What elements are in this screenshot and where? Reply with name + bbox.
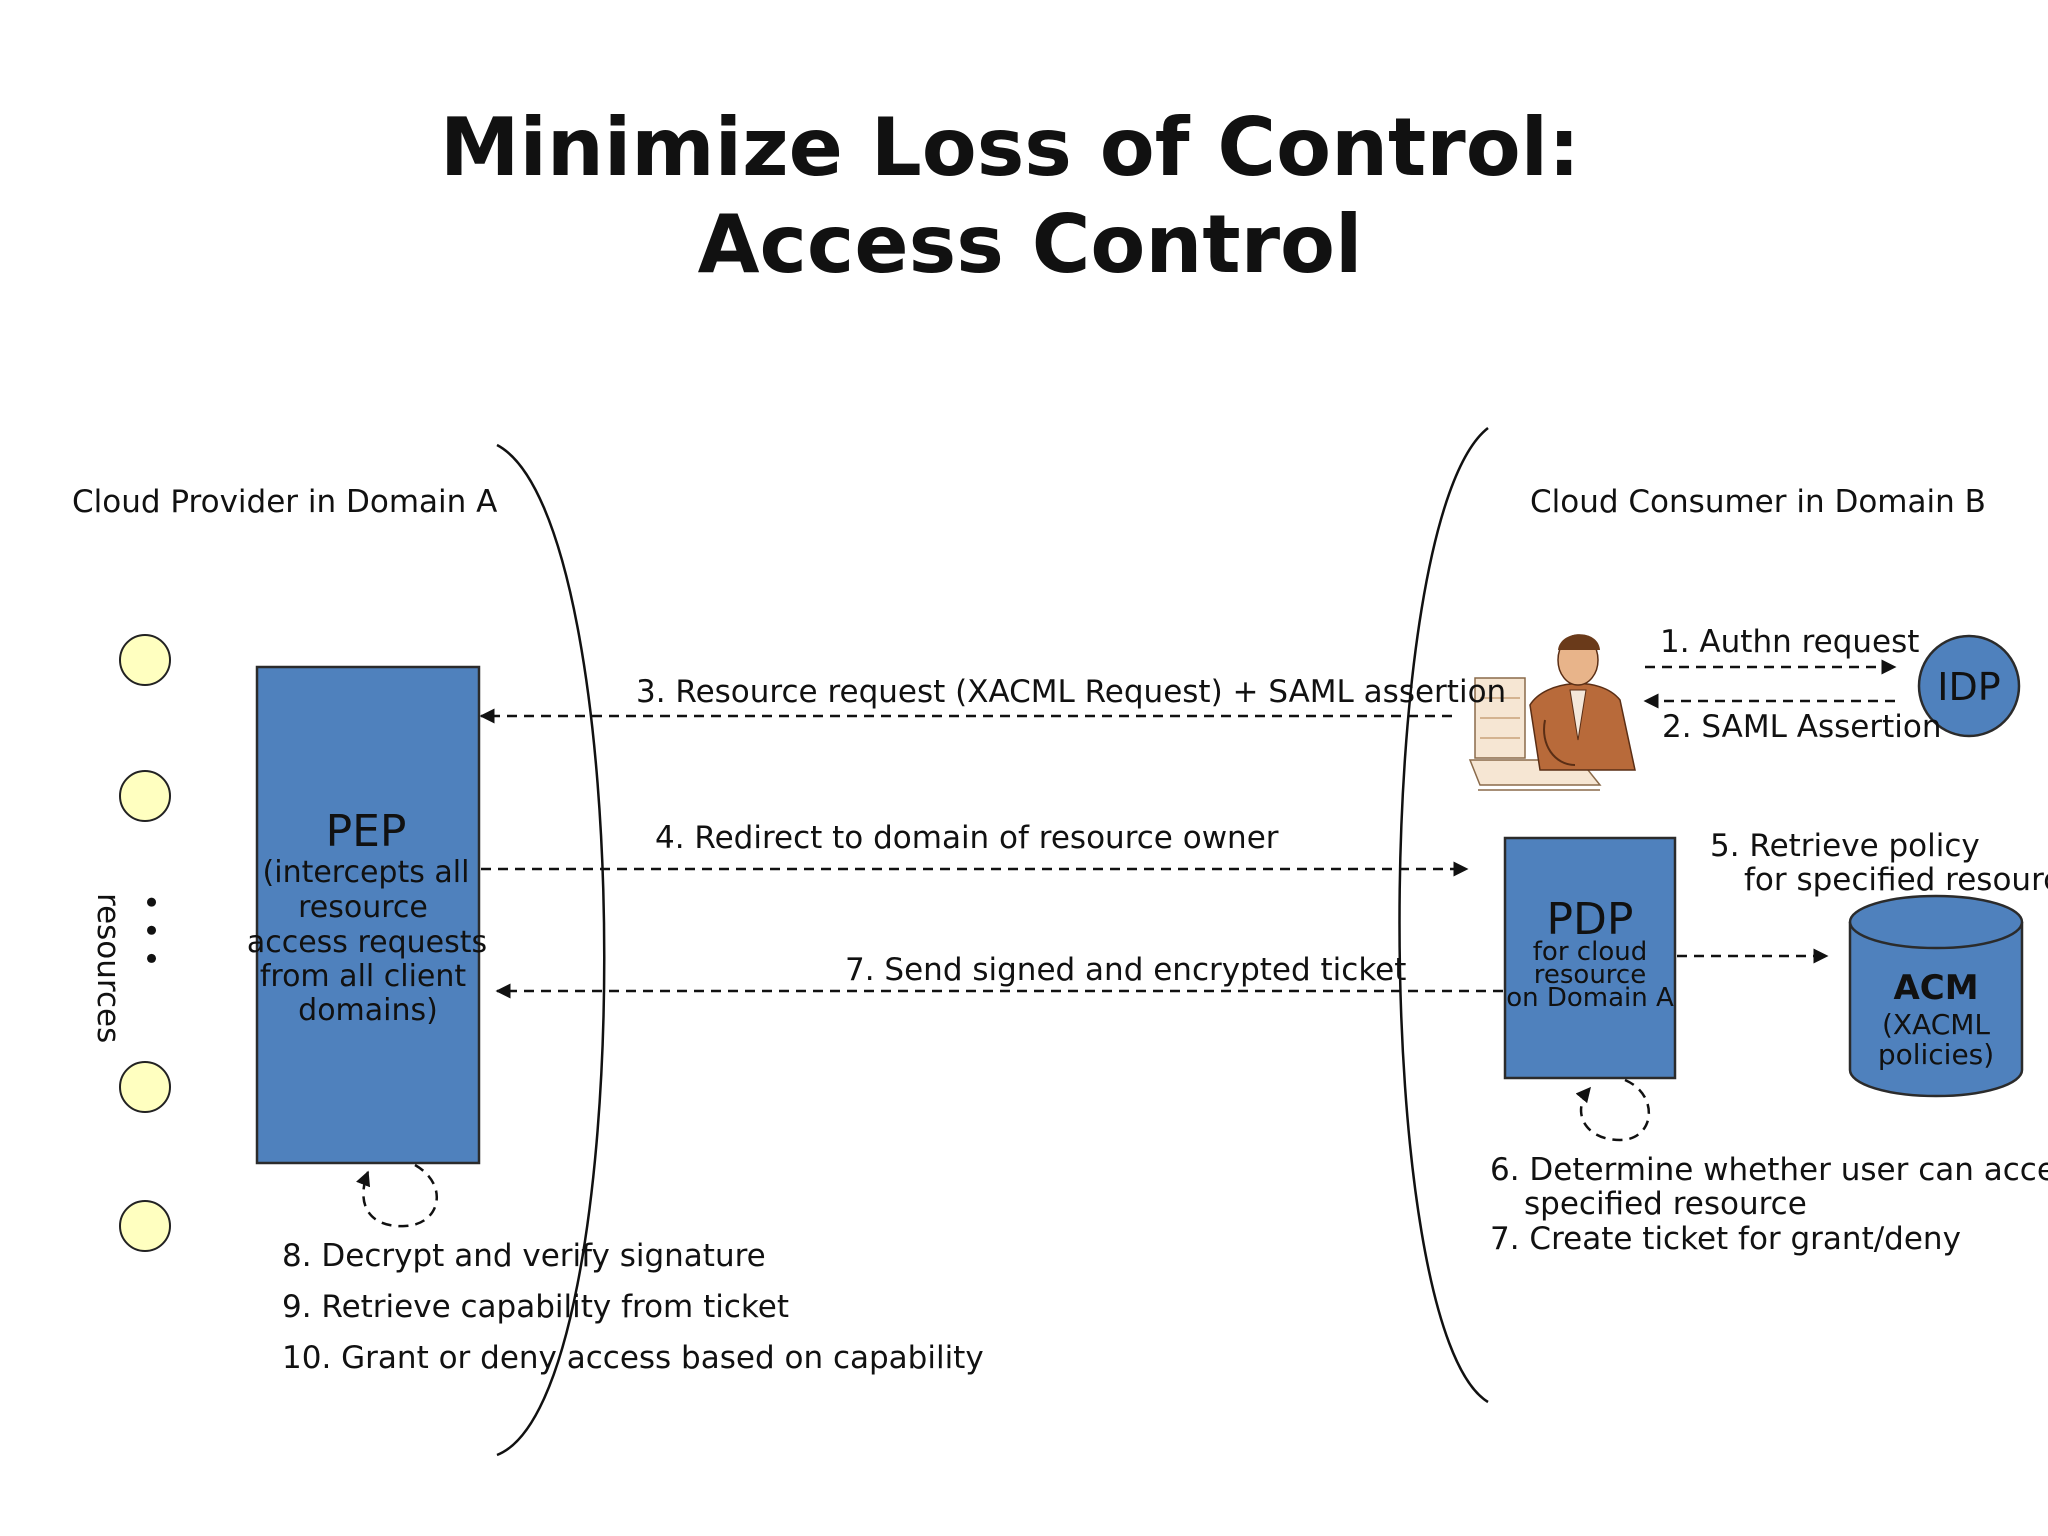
pdp-self-loop-arrow <box>1575 1078 1651 1142</box>
resource-circle <box>119 1061 171 1113</box>
pdp-desc-line3: on Domain A <box>1506 983 1674 1013</box>
acm-desc-line1: (XACML <box>1882 1008 1990 1041</box>
provider-boundary-arc <box>496 443 606 1457</box>
consumer-domain-label: Cloud Consumer in Domain B <box>1530 484 1986 520</box>
provider-step-10: 10. Grant or deny access based on capabi… <box>282 1340 984 1376</box>
resource-circle <box>119 770 171 822</box>
resources-dots: • • • <box>132 893 168 968</box>
page-title-line1: Minimize Loss of Control: <box>440 101 1580 194</box>
pep-desc-line4: from all client <box>260 959 467 994</box>
pdp-desc-line2: resource <box>1534 960 1646 990</box>
provider-domain-label: Cloud Provider in Domain A <box>72 484 497 520</box>
consumer-boundary-arc <box>1398 427 1489 1404</box>
page-title-line2: Access Control <box>698 198 1363 291</box>
acm-title: ACM <box>1893 968 1978 1008</box>
provider-step-8: 8. Decrypt and verify signature <box>282 1238 766 1274</box>
resource-circle <box>119 634 171 686</box>
pep-self-loop-arrow <box>356 1163 438 1228</box>
consumer-step-6a: 6. Determine whether user can access <box>1490 1152 2048 1188</box>
user-at-computer-icon <box>1468 634 1636 791</box>
flow-label-retrieve-policy-2: for specified resource <box>1744 862 2048 898</box>
consumer-step-6b: specified resource <box>1524 1186 1807 1222</box>
flow-label-saml-assertion: 2. SAML Assertion <box>1662 709 1941 745</box>
flow-label-send-ticket: 7. Send signed and encrypted ticket <box>845 952 1406 988</box>
pdp-box <box>1503 836 1677 1080</box>
acm-desc-line2: policies) <box>1878 1038 1994 1071</box>
pep-box <box>255 665 481 1165</box>
resources-label: resources <box>90 893 126 1043</box>
idp-node <box>1917 634 2021 738</box>
pep-desc-line3: access requests <box>247 925 487 960</box>
pep-desc-line2: resource <box>298 890 428 925</box>
pep-desc-line1: (intercepts all <box>263 855 470 890</box>
consumer-step-7: 7. Create ticket for grant/deny <box>1490 1221 1961 1257</box>
resource-circle <box>119 1200 171 1252</box>
flow-label-redirect: 4. Redirect to domain of resource owner <box>655 820 1279 856</box>
flow-label-retrieve-policy-1: 5. Retrieve policy <box>1710 828 1980 864</box>
idp-label: IDP <box>1937 665 2000 709</box>
pdp-title: PDP <box>1547 894 1634 945</box>
provider-step-9: 9. Retrieve capability from ticket <box>282 1289 789 1325</box>
pep-title: PEP <box>326 806 407 857</box>
flow-label-authn-request: 1. Authn request <box>1660 624 1919 660</box>
acm-database <box>1848 894 2024 1098</box>
pep-desc-line5: domains) <box>298 993 438 1028</box>
resource-list <box>119 634 171 1252</box>
pdp-desc-line1: for cloud <box>1533 937 1647 967</box>
flow-label-resource-request: 3. Resource request (XACML Request) + SA… <box>636 674 1506 710</box>
